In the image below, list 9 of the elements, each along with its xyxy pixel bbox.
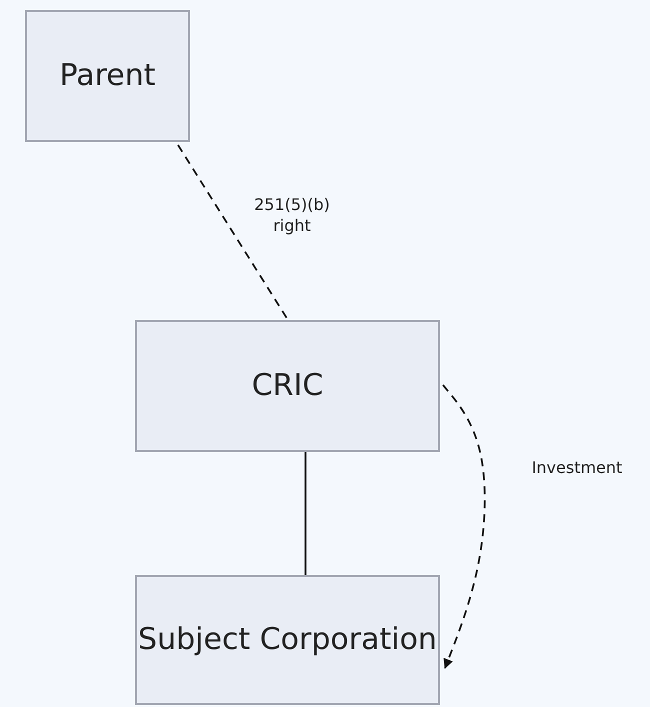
node-label: Subject Corporation: [138, 621, 437, 659]
node-label: Parent: [59, 57, 156, 95]
entity-box: [25, 10, 190, 142]
arrow: [442, 384, 486, 669]
entity-box: [135, 575, 440, 705]
entity-box: [135, 320, 440, 452]
connector-line: [304, 452, 306, 575]
connector-line: [177, 144, 289, 320]
node-label: CRIC: [252, 367, 324, 405]
